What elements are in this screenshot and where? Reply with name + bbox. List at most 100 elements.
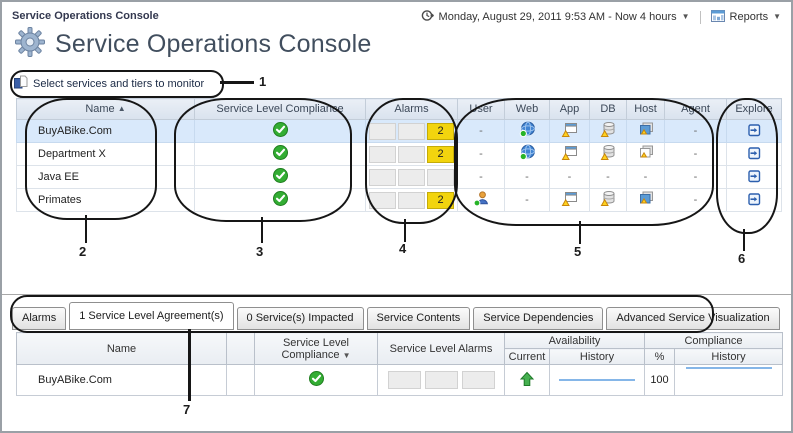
db-cell[interactable] xyxy=(589,188,627,212)
col-header-web[interactable]: Web xyxy=(504,98,550,120)
host-warning-icon xyxy=(637,190,654,210)
explore-icon[interactable] xyxy=(746,168,762,187)
services-header-row: Name ▲ Service Level Compliance Alarms U… xyxy=(16,98,782,120)
service-name[interactable]: Department X xyxy=(16,142,195,166)
service-name[interactable]: BuyABike.Com xyxy=(16,119,195,143)
service-name[interactable]: Java EE xyxy=(16,165,195,189)
col-header-percent[interactable]: % xyxy=(644,348,675,365)
table-row[interactable]: Primates 2 - - xyxy=(16,188,782,212)
host-cell[interactable] xyxy=(626,188,665,212)
agent-cell: - xyxy=(664,165,727,189)
col-header-compliance-history[interactable]: History xyxy=(674,348,783,365)
web-cell[interactable] xyxy=(504,119,550,143)
web-cell[interactable] xyxy=(504,142,550,166)
select-services-link[interactable]: Select services and tiers to monitor xyxy=(14,75,204,92)
col-header-user[interactable]: User xyxy=(457,98,505,120)
col-header-blank xyxy=(226,332,255,365)
reports-icon xyxy=(710,9,725,25)
col-header-explore[interactable]: Explore xyxy=(726,98,782,120)
alarm-count-badge[interactable]: 2 xyxy=(427,145,454,163)
agent-cell: - xyxy=(664,119,727,143)
alarm-box xyxy=(369,145,396,163)
alarms-cell[interactable]: 2 xyxy=(365,119,458,143)
alarm-box xyxy=(369,191,396,209)
tab-advanced-service-visualization[interactable]: Advanced Service Visualization xyxy=(606,307,780,330)
col-header-db[interactable]: DB xyxy=(589,98,627,120)
app-cell[interactable] xyxy=(549,188,590,212)
tab-service-contents[interactable]: Service Contents xyxy=(366,307,471,330)
topbar: Monday, August 29, 2011 9:53 AM - Now 4 … xyxy=(421,9,781,25)
col-header-host[interactable]: Host xyxy=(626,98,665,120)
explore-icon[interactable] xyxy=(746,145,762,164)
compliance-percent-cell: 100 xyxy=(644,364,675,396)
time-range-icon xyxy=(421,9,434,25)
web-cell: - xyxy=(504,165,550,189)
web-status-icon xyxy=(519,121,536,141)
blank-cell xyxy=(226,364,255,396)
col-header-current[interactable]: Current xyxy=(504,348,550,365)
user-cell: - xyxy=(457,165,505,189)
host-warning-icon xyxy=(637,144,654,164)
db-cell[interactable] xyxy=(589,142,627,166)
app-cell[interactable] xyxy=(549,119,590,143)
tab-service-dependencies[interactable]: Service Dependencies xyxy=(473,307,604,330)
explore-cell[interactable] xyxy=(726,119,782,143)
service-name[interactable]: BuyABike.Com xyxy=(16,364,227,396)
col-header-service-level-compliance[interactable]: Service Level Compliance xyxy=(194,98,366,120)
divider xyxy=(2,294,791,295)
host-cell[interactable] xyxy=(626,119,665,143)
time-range-label[interactable]: Monday, August 29, 2011 9:53 AM - Now 4 … xyxy=(438,11,677,23)
callout-line-6 xyxy=(743,229,745,251)
alarm-box xyxy=(387,371,421,389)
explore-cell[interactable] xyxy=(726,165,782,189)
agent-cell: - xyxy=(664,188,727,212)
tab-alarms[interactable]: Alarms xyxy=(12,307,67,330)
caret-down-icon[interactable]: ▼ xyxy=(342,350,351,360)
table-row[interactable]: BuyABike.Com 100 xyxy=(16,364,783,396)
breadcrumb: Service Operations Console xyxy=(12,10,159,22)
alarm-box xyxy=(424,371,458,389)
col-header-service-level-compliance[interactable]: Service Level Compliance ▼ xyxy=(254,332,378,365)
col-header-app[interactable]: App xyxy=(549,98,590,120)
callout-number-6: 6 xyxy=(738,251,746,266)
caret-down-icon[interactable]: ▼ xyxy=(681,12,690,21)
database-warning-icon xyxy=(600,144,617,164)
explore-icon[interactable] xyxy=(746,122,762,141)
alarms-cell[interactable] xyxy=(365,165,458,189)
col-header-service-level-alarms[interactable]: Service Level Alarms xyxy=(377,332,505,365)
col-header-name[interactable]: Name ▲ xyxy=(16,98,195,120)
col-header-alarms[interactable]: Alarms xyxy=(365,98,458,120)
col-header-agent[interactable]: Agent xyxy=(664,98,727,120)
sla-header-row-2: Current History % History xyxy=(17,348,783,365)
alarms-cell[interactable]: 2 xyxy=(365,188,458,212)
alarm-box xyxy=(398,145,425,163)
service-name[interactable]: Primates xyxy=(16,188,195,212)
user-cell[interactable] xyxy=(457,188,505,212)
gear-icon xyxy=(14,26,46,63)
user-cell: - xyxy=(457,119,505,143)
caret-down-icon[interactable]: ▼ xyxy=(773,12,781,21)
alarm-count-badge[interactable]: 2 xyxy=(427,122,454,140)
db-cell[interactable] xyxy=(589,119,627,143)
alarms-cell[interactable]: 2 xyxy=(365,142,458,166)
tab-services-impacted[interactable]: 0 Service(s) Impacted xyxy=(236,307,364,330)
table-row[interactable]: Department X 2 - - xyxy=(16,142,782,166)
app-cell[interactable] xyxy=(549,142,590,166)
explore-icon[interactable] xyxy=(746,191,762,210)
col-header-name[interactable]: Name xyxy=(16,332,227,365)
tab-service-level-agreements[interactable]: 1 Service Level Agreement(s) xyxy=(69,302,234,330)
reports-label[interactable]: Reports xyxy=(729,11,769,23)
table-row[interactable]: BuyABike.Com 2 - - xyxy=(16,119,782,143)
alarm-count-badge[interactable]: 2 xyxy=(427,191,454,209)
explore-cell[interactable] xyxy=(726,142,782,166)
table-row[interactable]: Java EE - - - - - - xyxy=(16,165,782,189)
explore-cell[interactable] xyxy=(726,188,782,212)
col-header-availability-history[interactable]: History xyxy=(549,348,645,365)
host-cell[interactable] xyxy=(626,142,665,166)
agent-cell: - xyxy=(664,142,727,166)
callout-number-1: 1 xyxy=(259,74,267,89)
alarm-box xyxy=(398,122,425,140)
availability-current-cell xyxy=(504,364,550,396)
page-title: Service Operations Console xyxy=(55,30,372,58)
